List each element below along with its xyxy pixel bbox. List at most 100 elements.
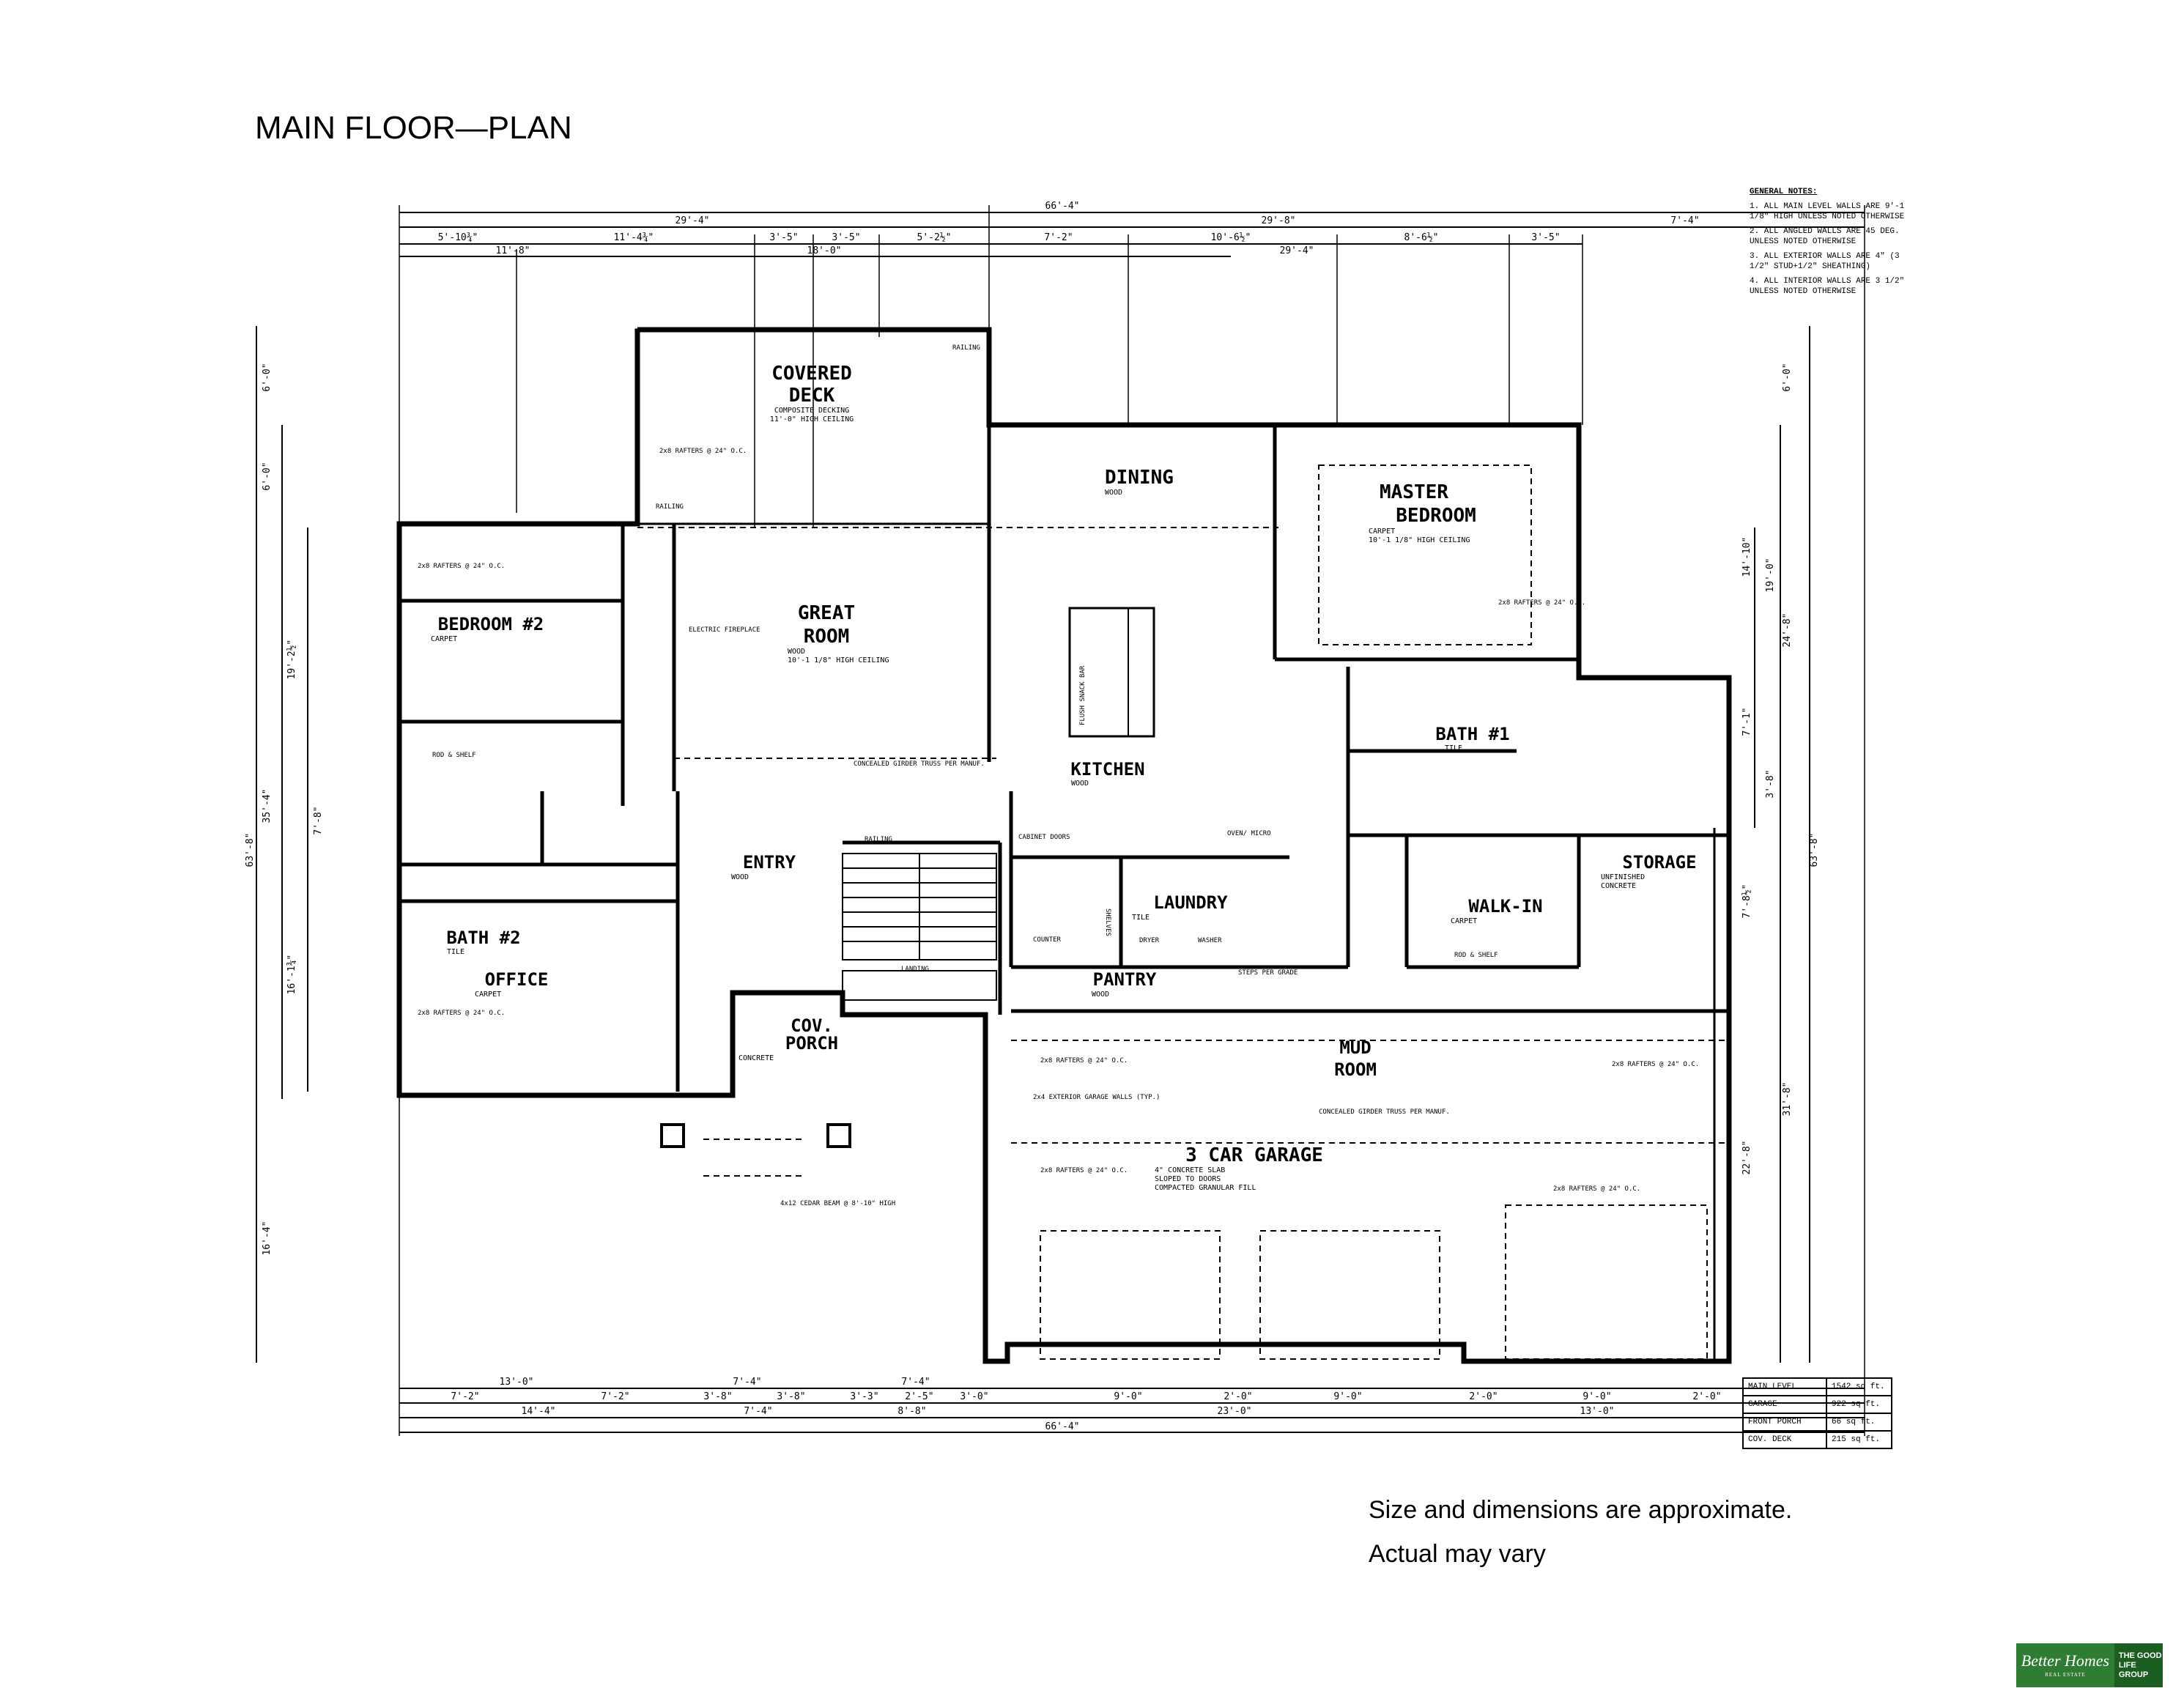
area-value: 922 sq ft. [1826, 1395, 1892, 1414]
dim-text: 2'-5" [905, 1391, 933, 1402]
room-sub: CONCRETE [1601, 882, 1636, 890]
general-notes: GENERAL NOTES: 1. ALL MAIN LEVEL WALLS A… [1750, 187, 1918, 301]
area-value: 66 sq ft. [1826, 1413, 1892, 1432]
dim-text: 2'-0" [1469, 1391, 1498, 1402]
room-sub: COMPOSITE DECKING [774, 407, 849, 415]
table-row: FRONT PORCH 66 sq ft. [1742, 1413, 1892, 1432]
general-note: 1. ALL MAIN LEVEL WALLS ARE 9'-1 1/8" HI… [1750, 202, 1905, 221]
area-value: 1542 sq ft. [1826, 1377, 1892, 1396]
dim-text: 63'-8" [245, 833, 256, 867]
room-labels: COVERED DECK COMPOSITE DECKING 11'-0" HI… [431, 363, 1697, 1192]
room-name: BEDROOM #2 [438, 614, 544, 634]
dim-text: 7'-8½" [1741, 884, 1752, 919]
dim-text: 13'-0" [1580, 1406, 1615, 1417]
note: 2x4 EXTERIOR GARAGE WALLS (TYP.) [1033, 1094, 1160, 1101]
note: 4x12 CEDAR BEAM @ 8'-10" HIGH [780, 1200, 895, 1207]
room-name: OFFICE [485, 969, 549, 990]
room-sub: CARPET [431, 635, 457, 643]
room-sub: 10'-1 1/8" HIGH CEILING [1369, 536, 1470, 544]
dim-text: 14'-10" [1741, 537, 1752, 577]
dim-text: 16'-1¾" [286, 955, 297, 995]
dim-text: 19'-0" [1765, 558, 1776, 593]
note: 2x8 RAFTERS @ 24" O.C. [659, 448, 747, 455]
dim-text: 29'-8" [1262, 215, 1296, 226]
room-name: PANTRY [1093, 969, 1157, 990]
note: RAILING [656, 503, 684, 511]
dim-text: 6'-0" [262, 462, 273, 490]
note: 2x8 RAFTERS @ 24" O.C. [1498, 599, 1585, 607]
dim-text: 23'-0" [1218, 1406, 1252, 1417]
room-name: LAUNDRY [1153, 892, 1228, 913]
dim-text: 29'-4" [675, 215, 710, 226]
dim-text: 3'-8" [777, 1391, 805, 1402]
dim-text: 11'-4¾" [614, 232, 654, 243]
dim-text: 7'-4" [744, 1406, 772, 1417]
room-name: BATH #2 [446, 928, 520, 948]
note: 2x8 RAFTERS @ 24" O.C. [418, 1010, 505, 1017]
room-sub: COMPACTED GRANULAR FILL [1155, 1184, 1256, 1192]
note: DRYER [1139, 937, 1160, 944]
logo-group-text: THE GOOD LIFE GROUP [2114, 1643, 2163, 1687]
dim-text: 5'-10¾" [438, 232, 478, 243]
room-name: DECK [789, 385, 835, 407]
dim-text: 13'-0" [500, 1377, 534, 1388]
room-name: KITCHEN [1070, 759, 1144, 780]
area-label: MAIN LEVEL [1742, 1377, 1827, 1396]
general-notes-heading: GENERAL NOTES: [1750, 188, 1818, 196]
dim-text: 5'-2½" [917, 232, 952, 243]
room-sub: SLOPED TO DOORS [1155, 1175, 1221, 1183]
dim-text: 35'-4" [262, 789, 273, 823]
dim-text: 7'-4" [901, 1377, 930, 1388]
dim-text: 8'-8" [897, 1406, 926, 1417]
dim-text: 7'-4" [1670, 215, 1699, 226]
logo-sub-text: REAL ESTATE [2045, 1672, 2086, 1678]
note: 2x8 RAFTERS @ 24" O.C. [1040, 1057, 1128, 1065]
dim-text: 3'-8" [1765, 769, 1776, 798]
room-sub: CARPET [1451, 917, 1477, 925]
general-note: 3. ALL EXTERIOR WALLS ARE 4" (3 1/2" STU… [1750, 252, 1900, 271]
room-sub: CARPET [475, 991, 501, 999]
dim-text: 9'-0" [1583, 1391, 1611, 1402]
page-title: MAIN FLOOR—PLAN [255, 110, 572, 146]
dimensions-right: 6'-0" 14'-10" 19'-0" 24'-8" 7'-1" 3'-8" … [1741, 363, 1820, 1174]
disclaimer-line-2: Actual may vary [1369, 1540, 1546, 1568]
room-name: WALK-IN [1468, 896, 1542, 917]
dim-text: 7'-2" [601, 1391, 629, 1402]
misc-notes: 2x8 RAFTERS @ 24" O.C. 2x8 RAFTERS @ 24"… [418, 344, 1699, 1207]
room-name: PORCH [785, 1033, 838, 1054]
general-note: 2. ALL ANGLED WALLS ARE 45 DEG. UNLESS N… [1750, 227, 1900, 246]
table-row: GARAGE 922 sq ft. [1742, 1395, 1892, 1414]
room-name: MASTER [1380, 481, 1448, 503]
dim-text: 3'-3" [850, 1391, 878, 1402]
logo-brand: Better Homes REAL ESTATE [2016, 1643, 2114, 1687]
room-sub: UNFINISHED [1601, 873, 1645, 881]
area-label: COV. DECK [1742, 1430, 1827, 1449]
dim-text: 8'-6½" [1404, 232, 1439, 243]
dim-text: 16'-4" [262, 1221, 273, 1256]
dim-text: 14'-4" [522, 1406, 556, 1417]
room-name: DINING [1105, 467, 1174, 489]
dim-text: 31'-8" [1782, 1082, 1793, 1117]
dim-text: 3'-5" [832, 232, 860, 243]
disclaimer-line-1: Size and dimensions are approximate. [1369, 1496, 1793, 1524]
dim-text: 9'-0" [1333, 1391, 1362, 1402]
dimensions-top: 66'-4" 29'-4" 29'-8" 7'-4" 5'-10¾" 11'-4… [438, 201, 1700, 256]
dim-text: 7'-4" [733, 1377, 761, 1388]
area-label: FRONT PORCH [1742, 1413, 1827, 1432]
dim-text: 6'-0" [1782, 363, 1793, 391]
table-row: COV. DECK 215 sq ft. [1742, 1430, 1892, 1449]
room-name: MUD [1339, 1037, 1371, 1058]
dim-text: 66'-4" [1045, 201, 1080, 212]
dim-text: 10'-6½" [1211, 232, 1251, 243]
room-sub: WOOD [788, 648, 805, 656]
note: OVEN/ MICRO [1227, 830, 1271, 837]
note: LANDING [901, 966, 929, 973]
room-sub: CONCRETE [739, 1054, 774, 1062]
dim-text: 2'-0" [1224, 1391, 1252, 1402]
room-name: BEDROOM [1396, 505, 1476, 527]
room-sub: TILE [1132, 914, 1150, 922]
room-sub: 4" CONCRETE SLAB [1155, 1166, 1225, 1174]
room-name: ROOM [804, 626, 850, 648]
dim-text: 7'-2" [1044, 232, 1073, 243]
note: CONCEALED GIRDER TRUSS PER MANUF. [854, 760, 985, 768]
